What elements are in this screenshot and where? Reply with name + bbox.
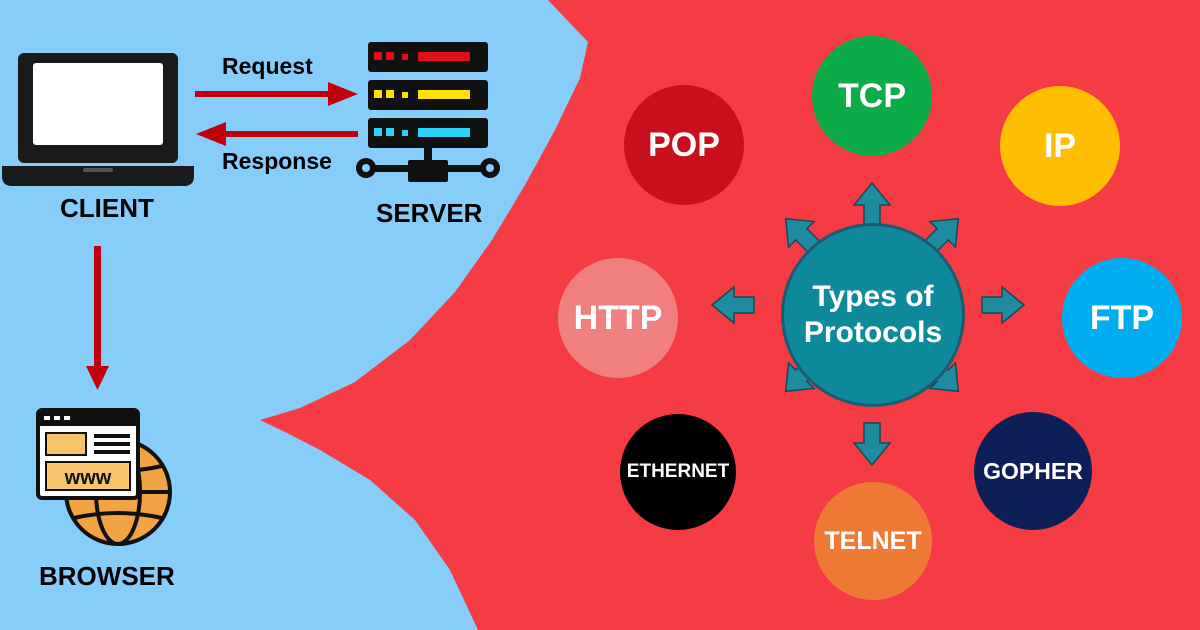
arrow-to-telnet [852, 422, 892, 467]
request-arrow [195, 82, 358, 106]
protocol-circle-pop: POP [624, 85, 744, 205]
center-label: Types of Protocols [803, 280, 943, 349]
client-to-browser-arrow [86, 246, 109, 390]
protocol-circle-ip: IP [1000, 86, 1120, 206]
protocol-circle-gopher: GOPHER [974, 412, 1092, 530]
request-label: Request [222, 53, 313, 79]
protocol-circle-http: HTTP [558, 258, 678, 378]
svg-text:www: www [64, 467, 112, 489]
protocol-label: FTP [1089, 298, 1155, 337]
laptop-icon [2, 53, 194, 186]
protocol-label: ETHERNET [626, 461, 730, 482]
browser-globe-icon: www [36, 408, 172, 546]
protocol-circle-ethernet: ETHERNET [620, 414, 736, 530]
protocol-label: POP [648, 125, 720, 164]
arrow-to-http [710, 285, 755, 325]
protocol-label: HTTP [573, 298, 663, 337]
protocol-circle-tcp: TCP [812, 36, 932, 156]
browser-label: BROWSER [39, 561, 175, 591]
protocol-circle-ftp: FTP [1062, 258, 1182, 378]
arrow-to-ftp [981, 285, 1026, 325]
protocol-label: GOPHER [983, 457, 1083, 484]
server-label: SERVER [376, 198, 483, 228]
client-label: CLIENT [60, 193, 154, 223]
protocol-label: TCP [838, 76, 906, 115]
response-label: Response [222, 148, 332, 174]
arrow-to-tcp [852, 181, 892, 226]
center-circle: Types of Protocols [781, 223, 965, 407]
server-icon [356, 42, 500, 182]
protocol-circle-telnet: TELNET [814, 482, 932, 600]
protocol-label: IP [1043, 126, 1077, 165]
protocol-label: TELNET [824, 526, 922, 555]
response-arrow [196, 122, 358, 146]
